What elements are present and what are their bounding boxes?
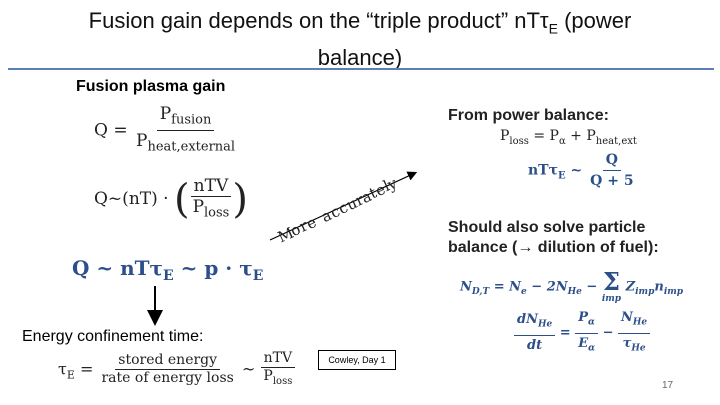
density-balance-equation: ND,T = Ne − 2NHe − Σ imp Zimpnimp [460,267,684,305]
triple-product-gain-equation: nTτE ~ Q Q + 5 [528,152,634,189]
triple-product-equation: Q ~ nTτE ~ p · τE [72,256,264,284]
slide-title: Fusion gain depends on the “triple produ… [88,8,632,71]
energy-confinement-label: Energy confinement time: [22,328,204,345]
right-paren: ) [232,176,248,223]
particle-balance-heading: Should also solve particle balance (→ di… [448,219,659,256]
power-loss-equation: Ploss = Pα + Pheat,ext [500,128,637,147]
title-divider [8,68,714,70]
power-balance-heading: From power balance: [448,107,609,124]
citation-box: Cowley, Day 1 [318,350,396,370]
helium-rate-equation: dNHe dt = Pα Eα − NHe τHe [514,308,651,358]
section-heading: Fusion plasma gain [76,78,226,95]
left-paren: ( [173,176,190,223]
q-scaling-equation: Q~(nT) · ( nTV Ploss ) [94,176,248,223]
energy-confinement-equation: τE = stored energy rate of energy loss ~… [58,350,296,390]
q-definition-equation: Q = Pfusion Pheat,external [94,104,236,155]
page-number: 17 [662,380,674,391]
more-accurately-arrow [269,171,418,241]
